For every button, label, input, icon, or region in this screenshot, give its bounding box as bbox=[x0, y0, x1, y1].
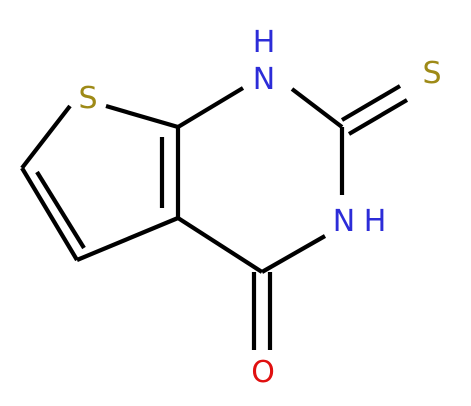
bond-s-c6 bbox=[20, 104, 72, 170]
bond-n3-c4 bbox=[260, 234, 327, 274]
bond-c7a-n1 bbox=[176, 86, 245, 129]
nitrogen-mid-hydrogen-label: H bbox=[364, 204, 387, 239]
bond-c4-c4a bbox=[176, 216, 264, 274]
sulfur-ring-label: S bbox=[78, 81, 97, 116]
bond-c5-c4a bbox=[76, 216, 179, 262]
bonds bbox=[20, 84, 409, 350]
nitrogen-top-label: N bbox=[253, 62, 275, 97]
bond-c2-s-thione-a bbox=[340, 84, 402, 122]
oxygen-carbonyl-label: O bbox=[251, 355, 275, 390]
bond-s-c7a bbox=[105, 103, 179, 130]
bond-c6-c5-double bbox=[35, 170, 86, 250]
atom-labels: S H N S N H O bbox=[78, 25, 441, 390]
bond-c6-c5 bbox=[20, 166, 79, 262]
sulfur-thione-label: S bbox=[422, 56, 441, 91]
nitrogen-top-hydrogen-label: H bbox=[253, 25, 276, 60]
bond-n1-c2 bbox=[290, 87, 344, 129]
nitrogen-mid-label: N bbox=[333, 204, 355, 239]
bond-c2-s-thione-b bbox=[347, 98, 409, 136]
